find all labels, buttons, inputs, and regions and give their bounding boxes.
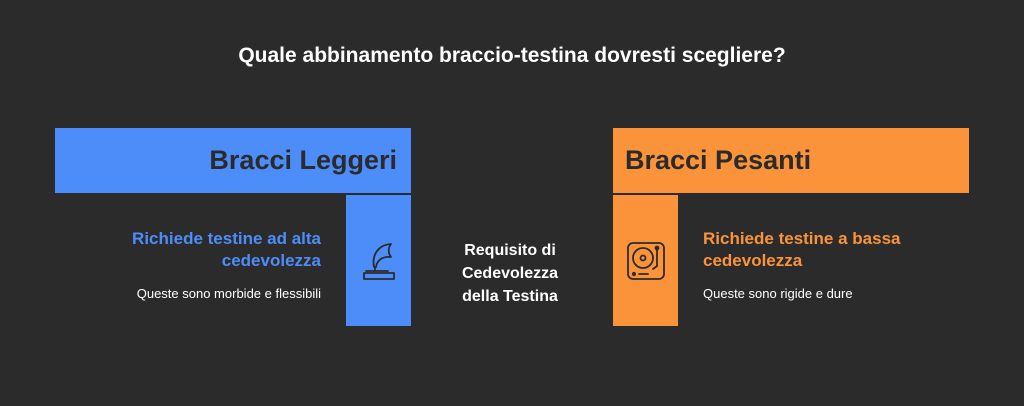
light-arms-heading: Richiede testine ad alta cedevolezza [91, 228, 321, 272]
center-label-line2: Cedevolezza [461, 265, 559, 282]
heavy-arms-heading-line2: cedevolezza [703, 251, 803, 270]
light-arms-header-label: Bracci Leggeri [209, 145, 397, 175]
light-arms-column [346, 195, 411, 326]
light-arms-description: Richiede testine ad alta cedevolezza Que… [91, 228, 321, 301]
gramophone-icon [361, 241, 397, 281]
light-arms-heading-line1: Richiede testine ad alta [132, 229, 321, 248]
heavy-arms-heading-line1: Richiede testine a bassa [703, 229, 901, 248]
diagram-title: Quale abbinamento braccio-testina dovres… [238, 44, 786, 67]
light-arms-header: Bracci Leggeri [55, 128, 411, 193]
light-arms-heading-line2: cedevolezza [221, 251, 321, 270]
turntable-icon [626, 241, 666, 281]
center-label-line3: della Testina [462, 288, 558, 305]
center-label: Requisito di Cedevolezza della Testina [440, 239, 580, 308]
heavy-arms-column [613, 195, 678, 326]
heavy-arms-heading: Richiede testine a bassa cedevolezza [703, 228, 953, 272]
heavy-arms-header: Bracci Pesanti [613, 128, 969, 193]
heavy-arms-description: Richiede testine a bassa cedevolezza Que… [703, 228, 953, 301]
center-label-line1: Requisito di [464, 242, 556, 259]
heavy-arms-header-label: Bracci Pesanti [625, 145, 812, 175]
heavy-arms-subtext: Queste sono rigide e dure [703, 286, 853, 301]
light-arms-subtext: Queste sono morbide e flessibili [136, 286, 321, 301]
